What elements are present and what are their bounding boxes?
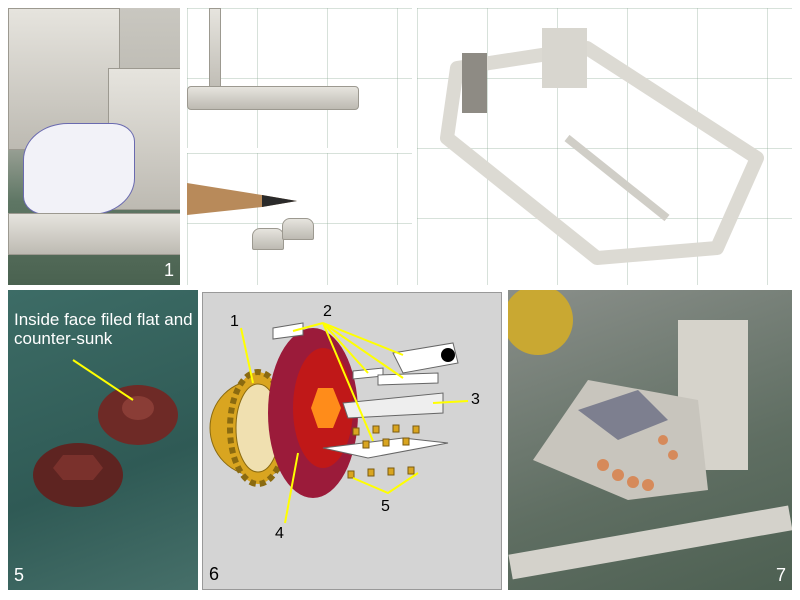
panel-number: 6 — [209, 564, 220, 584]
photo-panel-7: 7 — [508, 290, 792, 590]
panel-number: 5 — [14, 565, 25, 585]
callout-3: 3 — [471, 391, 480, 408]
panel-number: 7 — [775, 565, 786, 585]
photo-panel-3: 3 — [187, 153, 412, 285]
callout-1: 1 — [230, 313, 239, 330]
sprue-rod — [209, 8, 221, 95]
chassis-image — [440, 28, 764, 265]
panel-number: 2 — [193, 123, 204, 143]
axle-part — [187, 86, 359, 110]
panel-number: 3 — [193, 260, 204, 280]
photo-panel-4: 4 — [417, 8, 792, 285]
panel-number: 4 — [423, 260, 434, 280]
exploded-diagram — [209, 322, 469, 524]
annotation-text: Inside face filed flat and counter-sunk — [14, 310, 193, 348]
photo-panel-5: Inside face filed flat and counter-sunk … — [8, 290, 198, 590]
callout-2: 2 — [323, 303, 332, 320]
diagram-panel-6: 1 2 3 4 5 6 — [202, 292, 502, 590]
callout-5: 5 — [381, 498, 390, 515]
small-part — [282, 218, 314, 240]
washers-image — [33, 359, 178, 507]
panel-number: 1 — [163, 260, 174, 280]
chassis-rail — [8, 213, 180, 255]
assembled-part-image — [508, 290, 792, 580]
photo-panel-1: 1 — [8, 8, 180, 285]
callout-lines — [240, 322, 469, 524]
paper-template — [23, 123, 135, 215]
callout-4: 4 — [275, 525, 284, 542]
pencil-image — [187, 183, 297, 215]
photo-panel-2: 2 — [187, 8, 412, 148]
small-part — [252, 228, 284, 250]
